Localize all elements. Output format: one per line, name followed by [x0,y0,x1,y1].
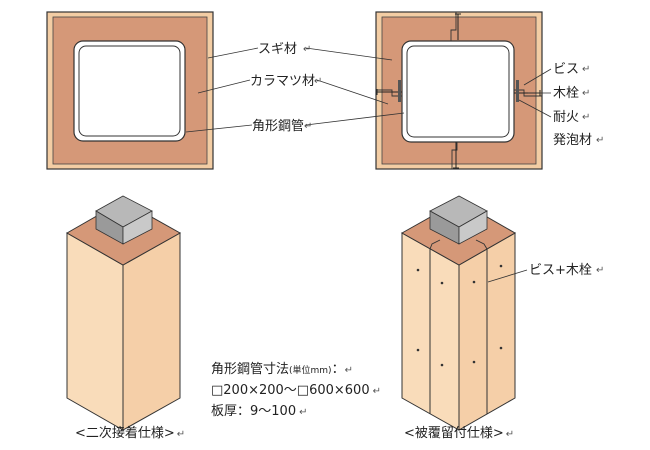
foam-strip [516,80,519,102]
spec-thickness: 板厚：9〜100↵ [211,404,307,419]
steel-tube-right [122,210,153,245]
edit-mark: ↵ [303,44,311,55]
column-left-face [66,232,124,431]
caption-fastened: <被覆留付仕様>↵ [404,426,514,441]
edit-mark: ↵ [582,64,590,75]
spec-title: 角形鋼管寸法(単位mm)：↵ [211,362,353,377]
joint-top [429,239,441,250]
steel-tube-inner [78,45,181,137]
steel-tube-right [458,210,488,245]
edit-mark: ↵ [582,88,590,99]
edit-mark: ↵ [314,76,322,87]
seam-top [450,12,457,41]
edit-mark: ↵ [596,135,604,146]
joint-top [475,239,488,250]
label-wood-plug: 木栓 [553,86,579,101]
foam-strip [398,80,401,102]
leader-lines [185,47,552,283]
edit-mark: ↵ [304,121,312,132]
label-foam: 発泡材 [553,133,592,148]
steel-tube-inner [406,45,510,138]
cross-section-fastened [375,11,543,170]
label-steel-tube: 角形鋼管 [252,119,304,134]
seam-bottom [451,142,458,169]
column-3d-fastened [400,195,517,431]
label-screw: ビス [553,62,579,77]
label-karamatsu: カラマツ材 [250,74,315,89]
seam-left [376,89,402,97]
edit-mark: ↵ [596,265,604,276]
column-right-face [122,232,181,431]
screw-dots [416,264,503,367]
column-3d-bonded [65,195,182,431]
label-fireproof: 耐火 [553,110,579,125]
cross-section-bonded [46,11,214,170]
edit-mark: ↵ [582,112,590,123]
spec-range: □200×200〜□600×600↵ [211,383,381,398]
label-sugi: スギ材 [258,42,297,57]
caption-bonded: <二次接着仕様>↵ [75,425,185,441]
label-screw-plug: ビス+木栓 [529,263,592,278]
